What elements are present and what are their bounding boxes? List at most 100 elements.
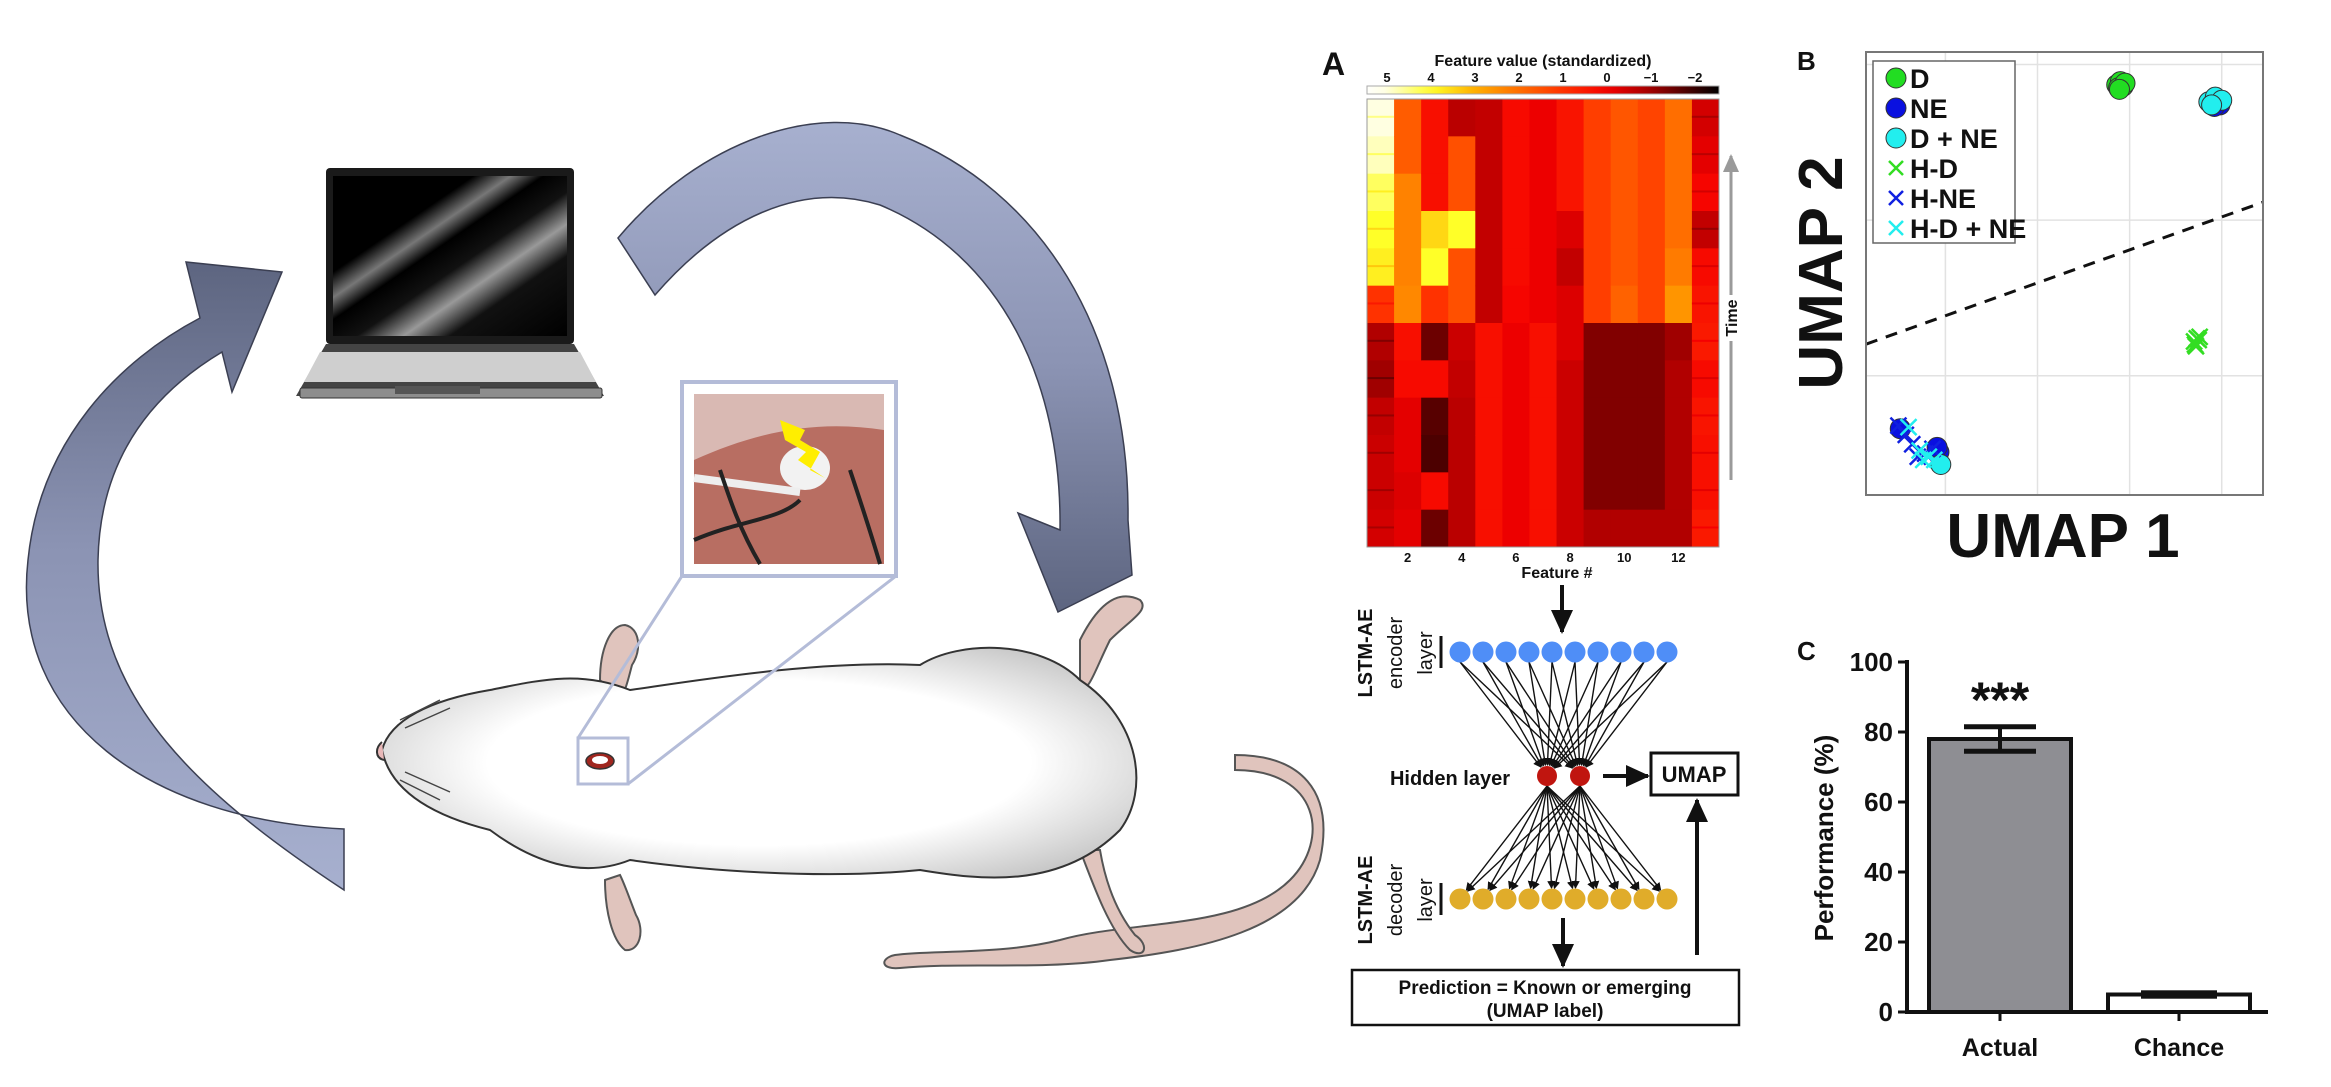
heatmap-cell [1583, 472, 1612, 511]
heatmap-cell [1691, 397, 1720, 436]
heatmap-cell [1502, 472, 1530, 511]
heatmap-cell [1637, 360, 1666, 399]
heatmap-cell [1583, 360, 1612, 399]
heatmap-stripe [1691, 377, 1719, 380]
heatmap-stripe [1367, 265, 1395, 268]
decoder-label-line2: decoder [1385, 864, 1407, 937]
connection-line [1528, 661, 1549, 767]
heatmap-cell [1448, 435, 1476, 473]
rat-body [380, 646, 1138, 879]
heatmap-stripe [1367, 227, 1395, 230]
heatmap-cell [1664, 360, 1693, 399]
heatmap-cell [1421, 136, 1449, 175]
heatmap-stripe [1367, 339, 1395, 342]
decoder-node [1495, 888, 1517, 910]
connection-line [1551, 661, 1580, 767]
connection-line [1532, 785, 1581, 890]
heatmap-cell [1448, 360, 1476, 399]
connection-line [1553, 661, 1668, 769]
laptop-icon [296, 168, 604, 399]
heatmap-cell [1394, 173, 1422, 212]
y-tick-label: 40 [1864, 857, 1893, 887]
heatmap-cell [1502, 285, 1530, 324]
heatmap-cell [1556, 285, 1585, 324]
heatmap-stripe [1691, 339, 1719, 342]
heatmap-cell [1664, 99, 1693, 137]
heatmap-cell [1448, 173, 1476, 212]
heatmap-cell [1637, 248, 1666, 287]
heatmap-cell [1583, 248, 1612, 287]
connection-line [1552, 785, 1581, 890]
scatter-point-cross [1899, 418, 1918, 437]
connection-line [1550, 661, 1599, 767]
heatmap-cell [1664, 397, 1693, 436]
connection-line [1543, 661, 1553, 767]
heatmap-cell [1475, 509, 1503, 548]
heatmap-cell [1556, 360, 1585, 399]
scatter-points [1889, 71, 2233, 475]
scatter-point-circle [2201, 94, 2223, 116]
heatmap-stripe [1367, 526, 1395, 529]
heatmap-cell [1502, 509, 1530, 548]
connection-line [1574, 661, 1584, 767]
connection-line [1578, 661, 1599, 767]
heatmap-cell [1664, 323, 1693, 361]
connection-line [1547, 661, 1576, 767]
heatmap-title: Feature value (standardized) [1435, 53, 1652, 70]
heatmap-cell [1664, 435, 1693, 473]
electrode-photo-inset [576, 380, 898, 786]
encoder-label-line3: layer [1415, 631, 1437, 675]
heatmap-cell [1421, 360, 1449, 399]
heatmap-cell [1367, 323, 1395, 361]
heatmap-cell [1610, 509, 1639, 548]
heatmap-cell [1394, 472, 1422, 511]
heatmap-cell [1637, 211, 1666, 249]
heatmap-cell [1475, 173, 1503, 212]
heatmap-cell [1475, 323, 1503, 361]
heatmap-cell [1610, 248, 1639, 287]
colorbar-tick-label: 4 [1427, 70, 1435, 85]
x-tick-label: Actual [1962, 1034, 2038, 1062]
encoder-node [1656, 641, 1678, 663]
heatmap-cell [1691, 360, 1720, 399]
heatmap-x-tick-label: 8 [1566, 550, 1573, 565]
heatmap-cell [1529, 136, 1558, 175]
y-tick-label: 0 [1879, 997, 1893, 1027]
heatmap-cell [1394, 509, 1422, 548]
prediction-box [1350, 968, 1741, 1027]
connection-line [1528, 661, 1577, 767]
panel-label-a: A [1322, 46, 1345, 82]
y-tick-label: 100 [1850, 647, 1893, 677]
heatmap-cell [1556, 323, 1585, 361]
heatmap-cell [1664, 285, 1693, 324]
heatmap-cell [1394, 397, 1422, 436]
panel-label-c: C [1797, 636, 1816, 666]
legend-label: D + NE [1910, 124, 1998, 154]
heatmap-cell [1664, 509, 1693, 548]
heatmap-cell [1475, 248, 1503, 287]
decoder-node [1449, 888, 1471, 910]
heatmap-cell [1529, 509, 1558, 548]
heatmap-cell [1475, 99, 1503, 137]
heatmap-cell [1394, 99, 1422, 137]
connection-line [1489, 785, 1581, 892]
connection-line [1579, 785, 1662, 891]
heatmap-cell [1610, 99, 1639, 137]
heatmap-cell [1502, 248, 1530, 287]
encoder-node [1495, 641, 1517, 663]
heatmap-x-label: Feature # [1521, 565, 1592, 582]
y-tick-label: 60 [1864, 787, 1893, 817]
heatmap-cell [1502, 435, 1530, 473]
legend-label: H-NE [1910, 184, 1976, 214]
encoder-node [1472, 641, 1494, 663]
heatmap-cell [1691, 285, 1720, 324]
connection-line [1546, 785, 1595, 890]
heatmap-x-tick-label: 10 [1617, 550, 1631, 565]
heatmap-cell [1556, 136, 1585, 175]
heatmap-cell [1529, 99, 1558, 137]
connection-line [1459, 661, 1542, 768]
heatmap-cell [1583, 99, 1612, 137]
heatmap-cell [1448, 509, 1476, 548]
decoder-label-line1: LSTM-AE [1355, 856, 1377, 945]
error-bar [2141, 990, 2217, 999]
